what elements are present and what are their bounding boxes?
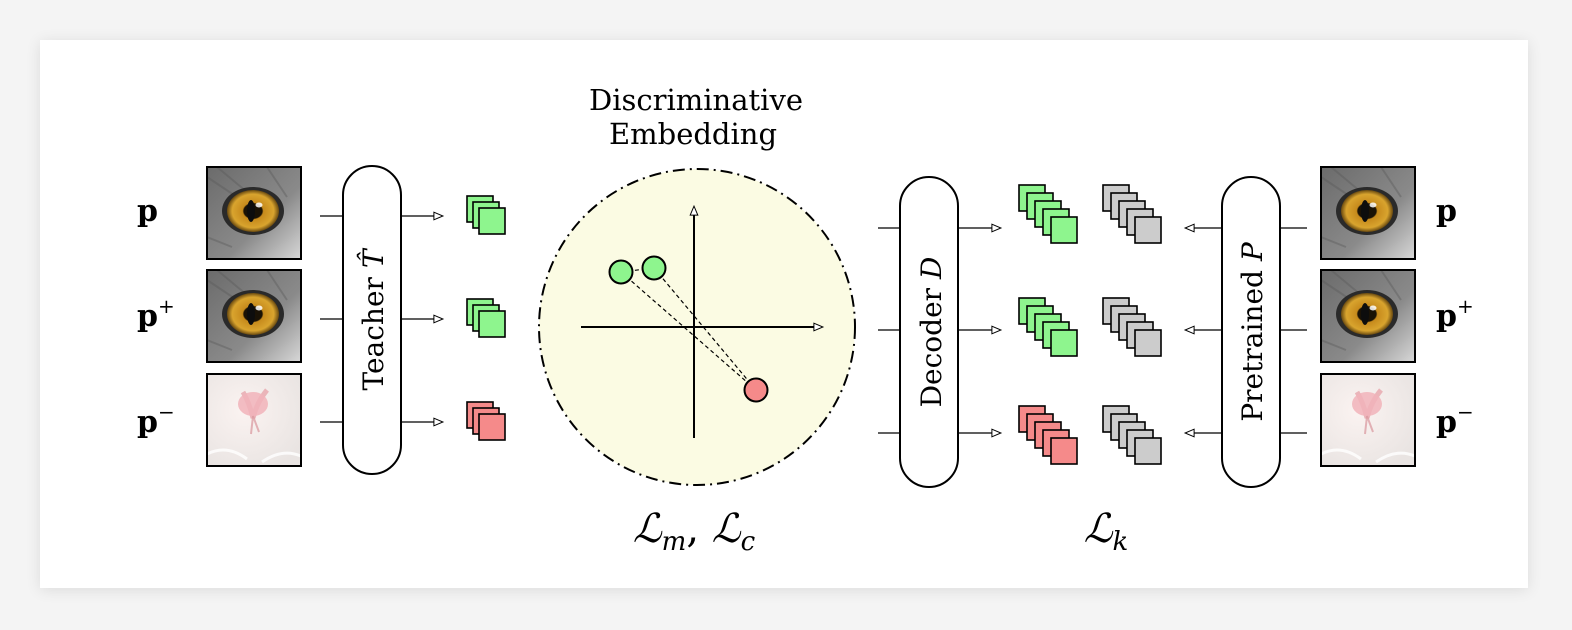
right-patch-anchor: p [1320,166,1457,260]
cat-eye-image [1321,270,1415,362]
label-p-plus: p+ [1436,294,1474,334]
feature-square [1050,216,1078,244]
label-p-minus: p− [1436,400,1474,440]
embedding-distance-lines [620,267,757,391]
pretrained-block: Pretrained P [1221,176,1281,488]
decoder-stack-anchor [1018,184,1078,244]
embedding-title-line2: Embedding [609,117,777,151]
embedding-point-positive [641,255,667,281]
feature-square [478,207,506,235]
label-p: p [137,194,158,229]
patch-to-pretrained-lines [1280,227,1307,434]
embedding-panel: Discriminative Embedding ℒm, ℒc [538,83,856,557]
right-patch-positive: p+ [1320,269,1474,363]
cat-eye-image [1321,167,1415,259]
diagram-canvas: p p+ p− Teacher T̂ Discriminative Embedd… [137,83,1474,557]
label-p: p [1436,194,1457,229]
pretrained-stack-positive [1102,297,1162,357]
feature-square [1050,437,1078,465]
label-p-plus: p+ [137,294,175,334]
cat-eye-image [207,167,301,259]
feature-square [478,413,506,441]
decoder-stack-negative [1018,405,1078,465]
embedding-title-line1: Discriminative [589,83,803,117]
right-patch-negative: p− [1320,373,1474,467]
pretrained-output-arrows [1186,228,1222,433]
cat-eye-image [207,270,301,362]
loss-k-label: ℒk [1084,506,1129,557]
decoder-output-arrows [958,228,1000,433]
teacher-label: Teacher T̂ [357,247,390,390]
teacher-output-arrows [401,216,442,422]
left-patch-positive: p+ [137,269,302,363]
decoder-block: Decoder D [899,176,959,488]
feature-square [1050,329,1078,357]
label-p-minus: p− [137,400,175,440]
pretrained-stack-anchor [1102,184,1162,244]
teacher-stack-negative [466,401,506,441]
pretrained-feature-stacks [1102,184,1162,465]
pretrained-stack-negative [1102,405,1162,465]
left-patch-column: p p+ p− [137,166,302,467]
left-patch-negative: p− [137,373,302,467]
teacher-feature-stacks [466,195,506,441]
diagram-card: p p+ p− Teacher T̂ Discriminative Embedd… [40,40,1528,588]
teacher-block: Teacher T̂ [342,165,402,475]
feature-square [478,310,506,338]
feature-square [1134,329,1162,357]
left-patch-anchor: p [137,166,302,260]
right-patch-column: p p+ p− [1320,166,1474,467]
patch-to-teacher-lines [320,215,343,423]
teacher-stack-positive [466,298,506,338]
teacher-stack-anchor [466,195,506,235]
feature-square [1134,437,1162,465]
loss-embedding-label: ℒm, ℒc [633,506,756,557]
embedding-point-negative [743,377,769,403]
feature-square [1134,216,1162,244]
decoder-feature-stacks [1018,184,1078,465]
decoder-input-lines [878,227,900,434]
cat-nose-image [1321,374,1415,466]
pretrained-label: Pretrained P [1236,241,1269,422]
decoder-stack-positive [1018,297,1078,357]
cat-nose-image [207,374,301,466]
decoder-label: Decoder D [915,257,948,408]
embedding-point-anchor [608,259,634,285]
